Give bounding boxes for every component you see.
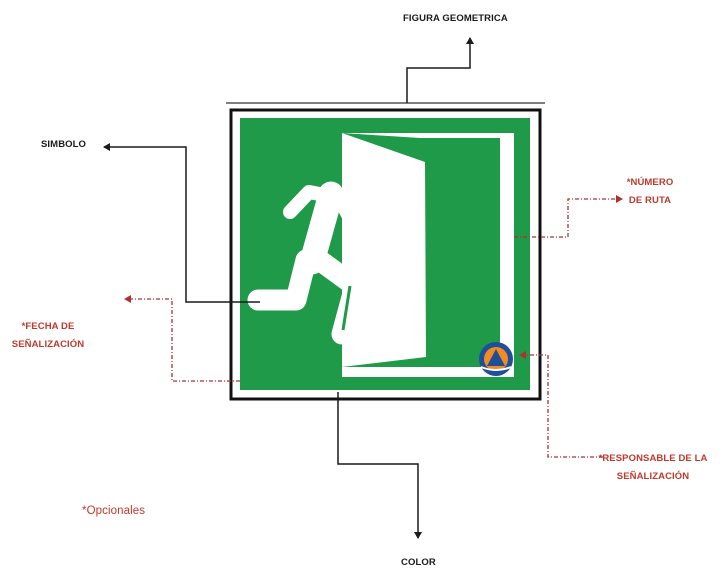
figure-gap-line — [341, 285, 352, 331]
label-fecha-senalizacion: *FECHA DE SEÑALIZACIÓN — [0, 318, 96, 354]
leader-responsable — [519, 351, 603, 458]
fecha-line2: SEÑALIZACIÓN — [11, 339, 85, 350]
leader-simbolo — [103, 143, 260, 303]
label-responsable: *RESPONSABLE DE LA SEÑALIZACIÓN — [588, 450, 718, 486]
label-figura-geometrica: FIGURA GEOMETRICA — [403, 13, 508, 24]
exit-door-icon — [342, 133, 514, 377]
label-opcionales: *Opcionales — [82, 505, 146, 517]
leader-color — [337, 392, 422, 539]
numero-ruta-line1: *NÚMERO — [626, 177, 674, 188]
responsable-line1: *RESPONSABLE DE LA — [598, 453, 708, 464]
label-numero-ruta: *NÚMERO DE RUTA — [620, 174, 680, 210]
civil-protection-emblem-icon — [479, 342, 513, 376]
responsable-line2: SEÑALIZACIÓN — [616, 471, 690, 482]
leader-fecha — [124, 295, 240, 382]
label-color: COLOR — [401, 557, 436, 568]
fecha-line1: *FECHA DE — [21, 321, 75, 332]
leader-figura — [406, 37, 474, 103]
label-simbolo: SIMBOLO — [41, 139, 87, 150]
numero-ruta-line2: DE RUTA — [628, 195, 672, 206]
leader-numero-ruta — [514, 195, 623, 238]
